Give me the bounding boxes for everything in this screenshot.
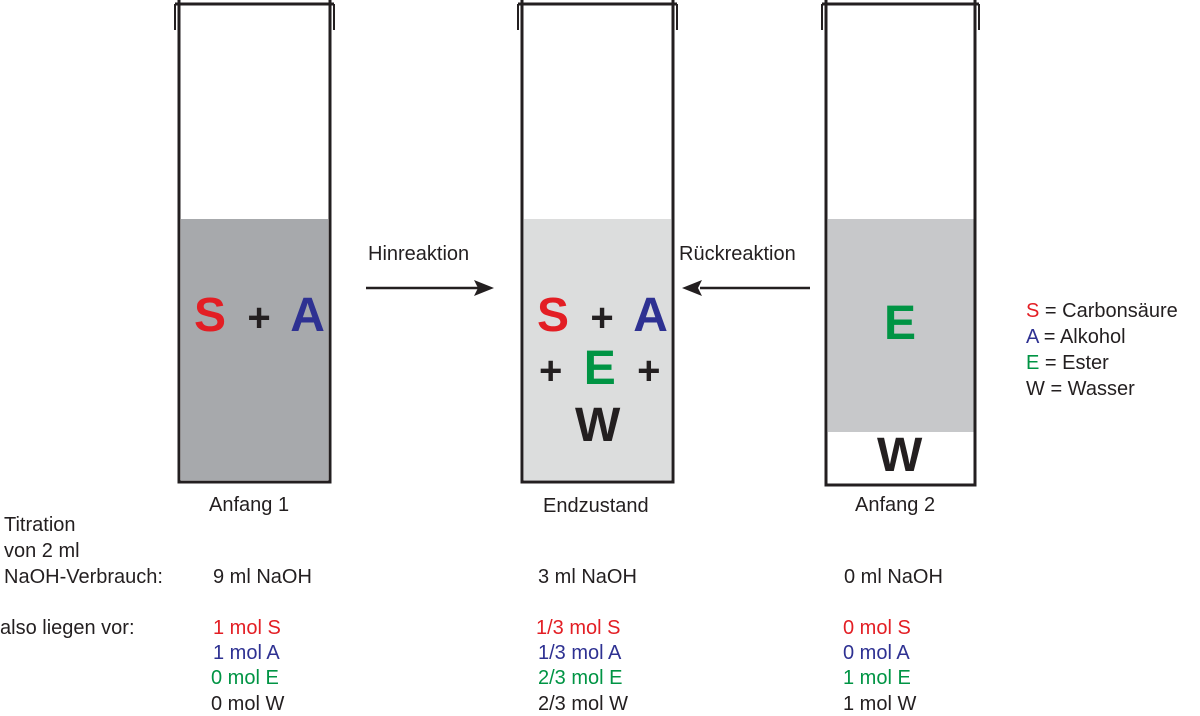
liquid-anfang1	[181, 219, 328, 480]
mol-a-anfang2: 0 mol A	[843, 642, 910, 664]
endzustand-label: Endzustand	[543, 495, 649, 517]
mol-w-endzustand: 2/3 mol W	[538, 693, 629, 715]
plus-sign: +	[539, 349, 563, 393]
legend-text-s: = Carbonsäure	[1039, 300, 1178, 322]
anfang2-label: Anfang 2	[855, 494, 936, 516]
species-e: E	[583, 342, 616, 395]
naoh-endzustand: 3 ml NaOH	[538, 566, 637, 588]
mol-s-anfang2: 0 mol S	[843, 617, 911, 639]
legend-item-a: A = Alkohol	[1026, 324, 1178, 350]
legend-item-s: S = Carbonsäure	[1026, 298, 1178, 324]
titration-label-line-3: NaOH-Verbrauch:	[4, 566, 163, 588]
container-endzustand	[517, 0, 678, 484]
forward-reaction-label: Hinreaktion	[368, 243, 470, 265]
legend-key-a: A	[1026, 326, 1039, 348]
plus-sign: +	[247, 296, 271, 340]
titration-label-line-2: von 2 ml	[4, 540, 80, 562]
mol-a-endzustand: 1/3 mol A	[538, 642, 622, 664]
mol-w-anfang2: 1 mol W	[843, 693, 917, 715]
liquid-endzustand	[524, 219, 671, 480]
also-liegen-vor-label: also liegen vor:	[0, 617, 135, 639]
legend: S = Carbonsäure A = Alkohol E = Ester W …	[1026, 298, 1178, 402]
species-s: S	[537, 289, 570, 342]
liquid-anfang2-ester	[828, 219, 974, 432]
container-anfang1	[174, 0, 335, 484]
endzustand-species-line-2: + E +	[539, 343, 660, 397]
plus-sign: +	[637, 349, 661, 393]
backward-reaction-label: Rückreaktion	[679, 243, 796, 265]
legend-text-a: = Alkohol	[1038, 326, 1126, 348]
species-s: S	[194, 289, 227, 342]
backward-arrow	[682, 280, 810, 296]
species-a: A	[290, 289, 325, 342]
naoh-anfang2: 0 ml NaOH	[844, 566, 943, 588]
species-w: W	[877, 429, 923, 482]
legend-key-e: E	[1026, 352, 1040, 374]
legend-text-w: = Wasser	[1044, 378, 1135, 400]
mol-w-anfang1: 0 mol W	[211, 693, 285, 715]
plus-sign: +	[590, 296, 614, 340]
legend-text-e: = Ester	[1039, 352, 1109, 374]
legend-key-s: S	[1026, 300, 1040, 322]
mol-a-anfang1: 1 mol A	[213, 642, 280, 664]
container-anfang2	[821, 0, 980, 487]
naoh-anfang1: 9 ml NaOH	[213, 566, 312, 588]
forward-arrow	[366, 280, 494, 296]
species-a: A	[633, 289, 668, 342]
mol-s-anfang1: 1 mol S	[213, 617, 281, 639]
legend-item-w: W = Wasser	[1026, 376, 1178, 402]
species-w: W	[575, 399, 621, 452]
titration-label-line-1: Titration	[4, 514, 76, 536]
legend-item-e: E = Ester	[1026, 350, 1178, 376]
anfang1-label: Anfang 1	[209, 494, 290, 516]
species-e: E	[884, 297, 917, 350]
mol-e-endzustand: 2/3 mol E	[538, 667, 623, 689]
legend-key-w: W	[1026, 378, 1045, 400]
mol-e-anfang1: 0 mol E	[211, 667, 279, 689]
mol-s-endzustand: 1/3 mol S	[536, 617, 621, 639]
endzustand-species-line-1: S + A	[537, 290, 668, 344]
mol-e-anfang2: 1 mol E	[843, 667, 911, 689]
anfang1-species-line: S + A	[194, 290, 325, 344]
